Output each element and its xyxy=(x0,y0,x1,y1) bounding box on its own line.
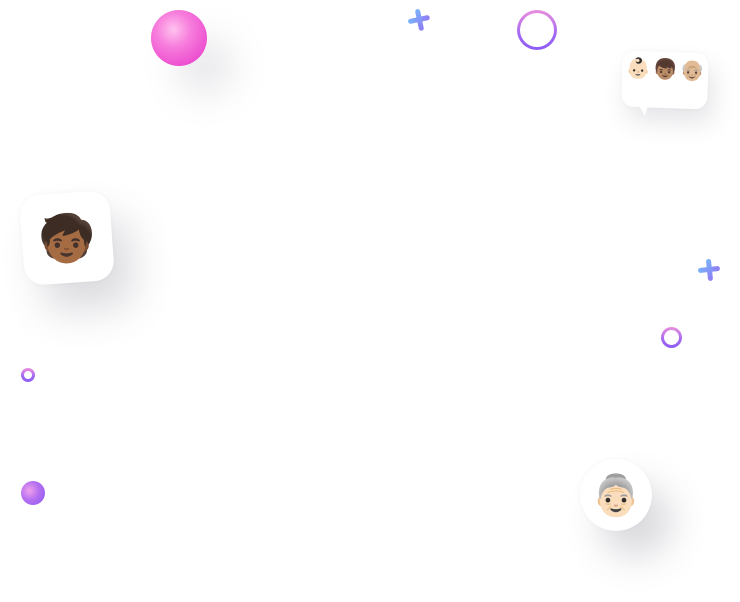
grandma-emoji-card: 👵🏻 xyxy=(580,459,652,531)
child-emoji-icon: 🧒🏾 xyxy=(38,210,96,265)
old-man-emoji-icon: 👴🏼 xyxy=(679,57,706,83)
purple-sphere-decoration xyxy=(21,481,45,505)
speech-bubble-card: 👶🏻 👦🏽 👴🏼 xyxy=(621,50,709,110)
baby-emoji-icon: 👶🏻 xyxy=(625,55,652,81)
plus-icon xyxy=(406,7,432,33)
old-woman-emoji-icon: 👵🏻 xyxy=(591,472,641,519)
ring-decoration-large xyxy=(517,10,557,50)
pink-sphere-decoration xyxy=(151,10,207,66)
boy-emoji-icon: 👦🏽 xyxy=(652,56,679,82)
plus-icon xyxy=(697,258,721,282)
child-emoji-card: 🧒🏾 xyxy=(18,189,116,287)
ring-decoration-small xyxy=(21,368,35,382)
ring-decoration-medium xyxy=(661,327,682,348)
